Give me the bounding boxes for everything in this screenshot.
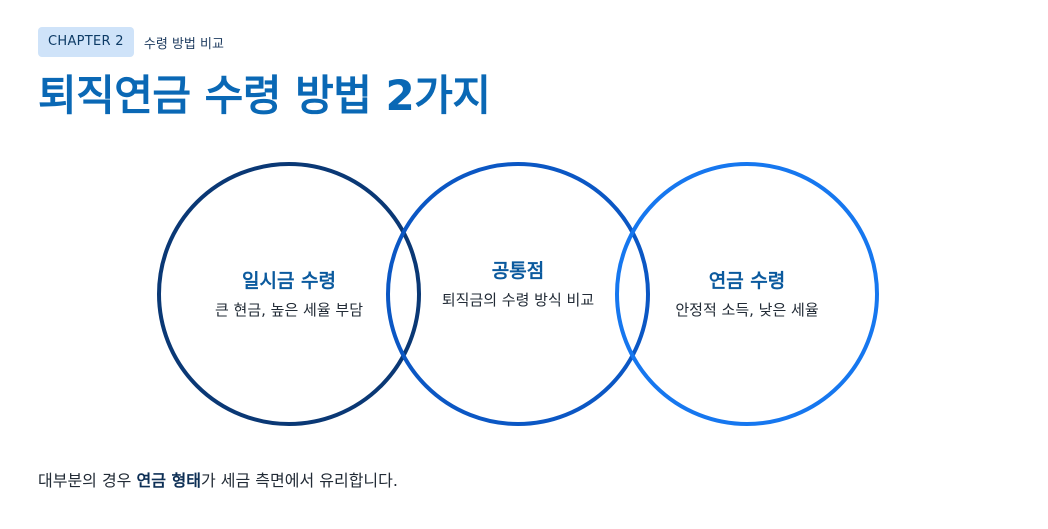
footer-note: 대부분의 경우 연금 형태가 세금 측면에서 유리합니다. [38, 467, 398, 491]
circle-lump-sum [157, 162, 421, 426]
circle-label-pension: 연금 수령 안정적 소득, 낮은 세율 [647, 266, 847, 319]
circle-title: 일시금 수령 [241, 270, 336, 292]
circle-pension [615, 162, 879, 426]
page-title: 퇴직연금 수령 방법 2가지 [38, 71, 491, 120]
circle-description: 퇴직금의 수령 방식 비교 [441, 291, 595, 309]
circle-title: 연금 수령 [708, 270, 786, 292]
chapter-header: CHAPTER 2 수령 방법 비교 [38, 27, 224, 57]
circle-label-lump-sum: 일시금 수령 큰 현금, 높은 세율 부담 [189, 266, 389, 319]
circle-title: 공통점 [491, 260, 545, 282]
footer-emphasis: 연금 형태 [136, 471, 201, 490]
footer-text-before: 대부분의 경우 [38, 471, 137, 490]
footer-text-after: 가 세금 측면에서 유리합니다. [200, 471, 398, 490]
circle-description: 큰 현금, 높은 세율 부담 [214, 301, 364, 319]
circle-common [386, 162, 650, 426]
circle-label-common: 공통점 퇴직금의 수령 방식 비교 [436, 256, 600, 309]
chapter-badge: CHAPTER 2 [38, 27, 134, 57]
chapter-subtitle: 수령 방법 비교 [143, 36, 224, 52]
circle-description: 안정적 소득, 낮은 세율 [675, 301, 819, 319]
